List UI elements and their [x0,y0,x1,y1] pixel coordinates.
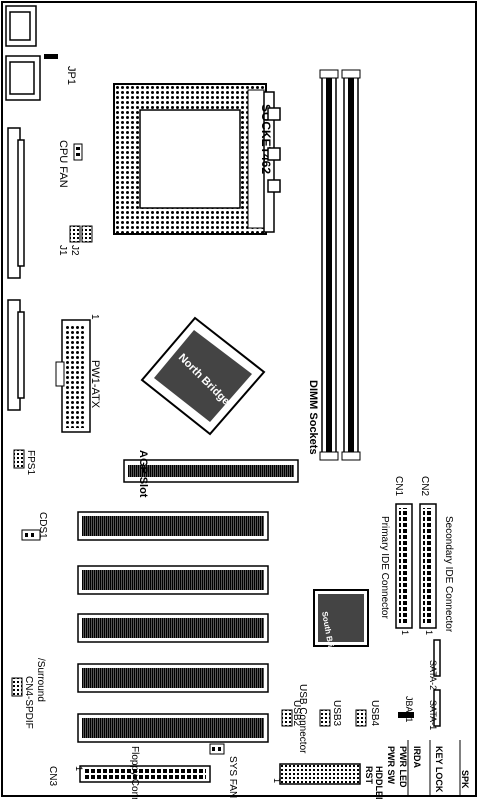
pci-slot-4 [77,663,269,693]
serial-port [7,299,25,411]
j1-label: J1 [57,245,68,256]
usb2-label: USB2 [291,700,302,727]
cn4-spdif-label: CN4-SPDIF [23,676,34,729]
hddled-label: HDDLED [374,766,384,799]
cpu-socket: SOCKET462 [113,83,275,235]
pwr-sw-label: PWR SW [386,746,396,785]
pci-slots [77,511,269,743]
j2-label: J2 [69,245,80,256]
usb4-label: USB4 [369,700,380,727]
rst-label: RST [364,766,374,785]
north-bridge-chip: North Bridge [140,316,266,436]
pw1-atx-label: PW1-ATX [89,360,101,409]
dimm-sockets: DIMM Sockets [307,69,361,461]
secondary-ide-label: Secondary IDE Connector [443,516,454,633]
pci-slot-3 [77,613,269,643]
pci-slot-2 [77,565,269,595]
floppy-pin1-label: 1 [74,766,84,771]
agp-slot-label: AGP Slot [137,450,149,498]
cpu-fan-header: CPU FAN [57,140,83,188]
pci-slot-5 [77,713,269,743]
sys-fan-label: SYS FAN [227,756,238,798]
irda-label: IRDA [412,746,422,768]
jp1-jumper: JP1 [44,54,77,85]
cds1-header: CDS1 [21,512,48,541]
pwr-led-label: PWR LED [398,746,408,788]
floppy-label: Floppy Connector [129,746,140,799]
dimm-sockets-label: DIMM Sockets [307,380,319,455]
front-panel-pin1-label: 1 [272,778,282,783]
jbat1-label: JBAT1 [404,696,414,722]
floppy-connector: Floppy Connector 1 CN3 [47,746,211,799]
front-panel-header: 1 RST HDDLED PWR SW PWR LED IRDA KEY LOC… [272,740,470,799]
cpu-fan-label: CPU FAN [57,140,69,188]
jp1-label: JP1 [65,66,77,85]
atx-power-connector: PW1-ATX 1 [55,314,101,433]
fps1-label: FPS1 [25,450,36,475]
jbat1-jumper: JBAT1 [398,696,414,722]
usb-headers: USB Connector USB2 USB3 USB4 [281,684,380,754]
sata-connectors: SATA-2 SATA-1 [428,639,441,730]
sata2-label: SATA-2 [428,660,438,690]
surround-label: /Surround [35,658,46,702]
secondary-ide-connector: CN2 Secondary IDE Connector 1 [419,476,454,635]
pw1-pin1-label: 1 [89,314,100,320]
cn2-label: CN2 [419,476,430,496]
agp-slot: AGP Slot [123,450,299,498]
j1-j2-jumpers: J1 J2 [57,225,93,256]
cn3-label: CN3 [47,766,58,786]
primary-ide-label: Primary IDE Connector [379,516,390,619]
cn4-spdif-header: CN4-SPDIF /Surround [11,658,46,729]
key-lock-label: KEY LOCK [434,746,444,793]
parallel-port [7,127,25,279]
cn1-label: CN1 [393,476,404,496]
socket-clips [267,107,281,193]
primary-ide-pin1-label: 1 [400,630,410,635]
sata1-label: SATA-1 [428,700,438,730]
usb3-label: USB3 [331,700,342,727]
secondary-ide-pin1-label: 1 [424,630,434,635]
cds1-label: CDS1 [37,512,48,539]
spk-label: SPK [460,770,470,789]
back-panel-ports [5,5,41,101]
usb-connector-label: USB Connector [297,684,308,754]
fps1-header: FPS1 [13,449,36,475]
south-bridge-chip: South Bridge [313,589,369,662]
primary-ide-connector: CN1 Primary IDE Connector 1 [379,476,413,635]
sys-fan-header: SYS FAN [209,743,238,798]
pci-slot-1 [77,511,269,541]
